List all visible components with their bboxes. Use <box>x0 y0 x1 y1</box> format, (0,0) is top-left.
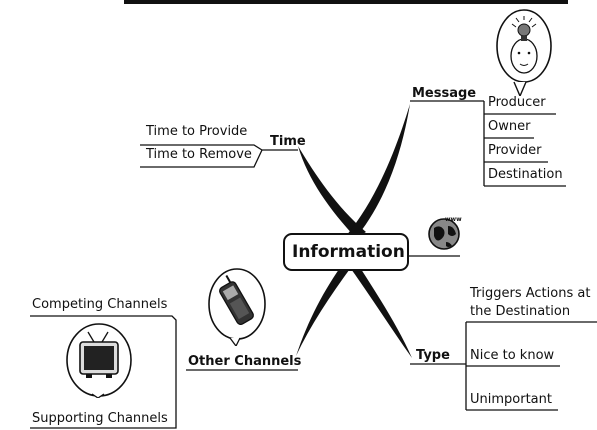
branch-other-channels-connector <box>296 262 352 356</box>
branch-message-connector <box>346 104 410 240</box>
message-item: Owner <box>488 119 531 134</box>
message-item: Producer <box>488 95 546 110</box>
central-node-box <box>283 233 409 271</box>
globe-www-text: www <box>445 216 462 223</box>
time-item: Time to Provide <box>146 124 248 139</box>
type-item: Triggers Actions at <box>470 286 591 301</box>
branch-message-label: Message <box>412 86 477 101</box>
type-item: Nice to know <box>470 348 555 363</box>
other-channels-item: Competing Channels <box>32 297 168 312</box>
branch-other-channels-label: Other Channels <box>188 354 302 369</box>
message-item: Provider <box>488 143 542 158</box>
branch-type-label: Type <box>416 348 450 363</box>
television-icon <box>64 318 134 402</box>
branch-time-label: Time <box>270 134 306 149</box>
type-item: the Destination <box>470 304 571 319</box>
time-item: Time to Remove <box>146 147 252 162</box>
central-node-label: Information <box>292 242 405 262</box>
mobile-phone-icon <box>206 266 268 350</box>
top-border-line <box>124 0 568 4</box>
message-item: Destination <box>488 167 563 182</box>
type-item: Unimportant <box>470 392 552 407</box>
branch-type-connector <box>346 258 412 358</box>
globe-www-icon: www <box>424 212 464 256</box>
other-channels-item: Supporting Channels <box>32 411 168 426</box>
person-with-lightbulb-icon <box>494 6 554 100</box>
